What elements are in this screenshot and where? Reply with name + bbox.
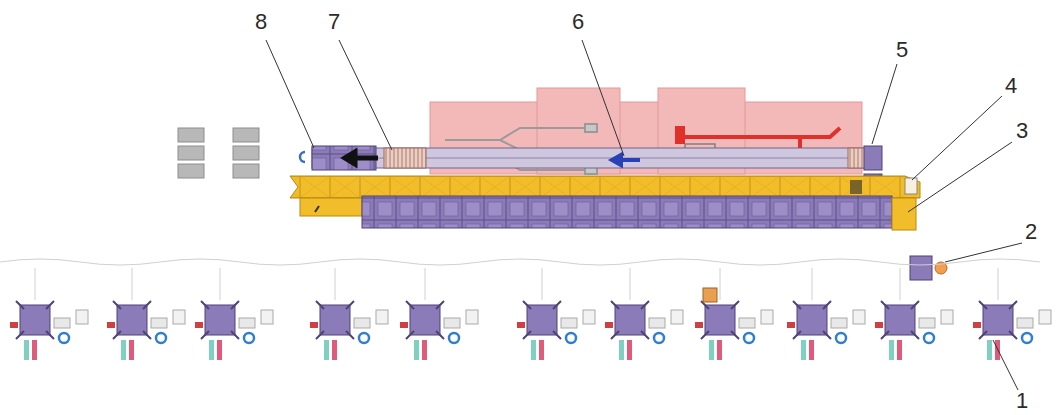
control-panel — [905, 178, 917, 194]
flow-arrow — [345, 152, 378, 164]
flow-arrow — [612, 155, 640, 165]
leader-lines — [266, 40, 1022, 390]
workstation — [400, 268, 478, 360]
workstation — [695, 268, 773, 360]
workstation — [517, 268, 595, 360]
workstation — [605, 268, 683, 360]
workstation — [875, 268, 953, 360]
callout-number: 6 — [570, 11, 586, 33]
workstation — [10, 268, 88, 360]
assembly-band-end — [300, 198, 362, 216]
cooling-section — [384, 148, 426, 168]
callout-number: 3 — [1014, 120, 1030, 142]
operator-icon — [850, 180, 862, 194]
transfer-station — [892, 198, 916, 230]
assembly-band — [290, 176, 920, 198]
robot-ring — [300, 152, 305, 162]
crate — [703, 288, 717, 302]
workstations — [10, 268, 1051, 360]
workstation — [195, 268, 273, 360]
workstation — [310, 268, 388, 360]
conveyor — [312, 148, 880, 168]
callout-number: 7 — [326, 11, 342, 33]
pallet-row — [362, 196, 892, 228]
callout-number: 1 — [1014, 390, 1030, 412]
workstation — [973, 268, 1051, 360]
load-station — [864, 146, 882, 170]
callout-number: 2 — [1023, 221, 1039, 243]
workstation — [107, 268, 185, 360]
tool-mark — [315, 206, 319, 212]
storage-blocks — [178, 128, 259, 178]
callout-number: 4 — [1003, 75, 1019, 97]
supply-line — [0, 259, 1040, 265]
callout-number: 8 — [253, 11, 269, 33]
workstation — [787, 268, 865, 360]
entry-section — [848, 148, 866, 168]
supply-pipe — [677, 128, 840, 150]
cart — [910, 256, 932, 280]
callout-number: 5 — [894, 39, 910, 61]
